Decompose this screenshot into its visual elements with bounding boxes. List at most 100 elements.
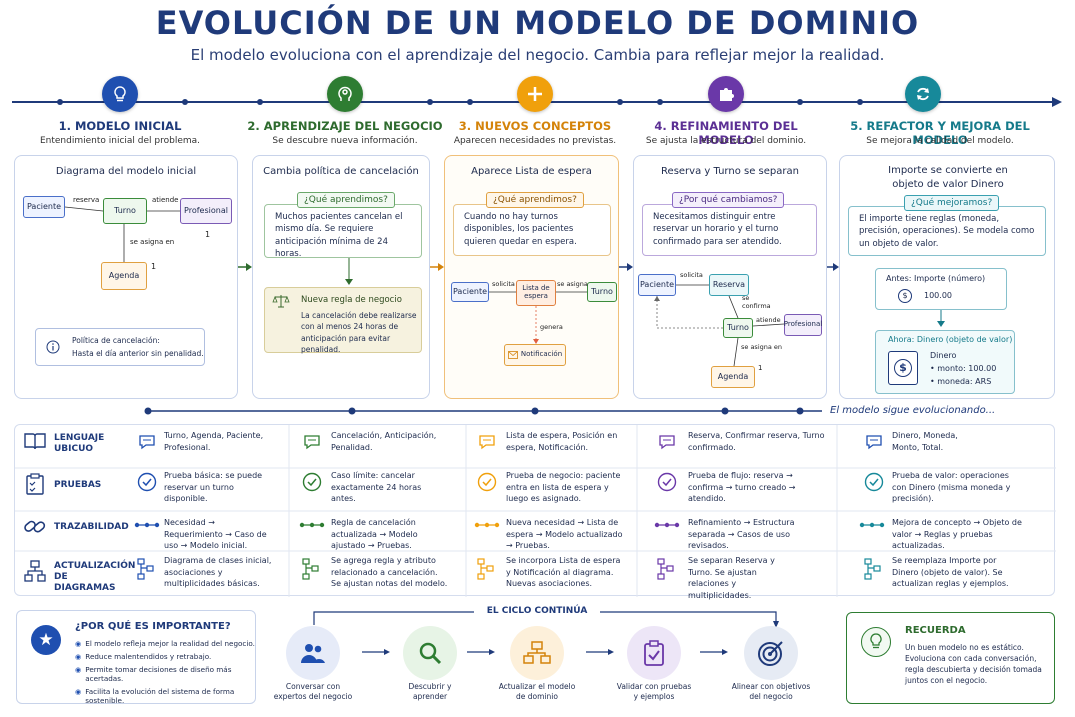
edge-se-asigna: se asigna xyxy=(557,280,588,288)
timeline-note: El modelo sigue evolucionando... xyxy=(830,405,996,416)
why-item: ◉Permite tomar decisiones de diseño más … xyxy=(75,665,232,683)
node-profesional: Profesional xyxy=(180,198,232,224)
trace-icon xyxy=(299,522,325,528)
cycle-step-2-circle xyxy=(403,626,457,680)
remember-title: RECUERDA xyxy=(905,625,966,636)
diagram-update-icon xyxy=(657,558,674,580)
cell-traza-5: Mejora de concepto → Objeto de valor → R… xyxy=(892,518,1022,551)
stage-3-title: 3. NUEVOS CONCEPTOS xyxy=(458,119,612,133)
stage-1-subtitle: Entendimiento inicial del problema. xyxy=(39,136,201,146)
cell-traza-1: Necesidad → Requerimiento → Caso de uso … xyxy=(164,518,267,551)
stage-3-circle xyxy=(517,76,553,112)
panel-4-edges xyxy=(654,284,785,367)
target-icon xyxy=(758,641,783,666)
diagram-update-icon xyxy=(302,558,319,580)
chat-icon xyxy=(304,435,320,450)
trace-icon xyxy=(474,522,500,528)
plus-icon xyxy=(528,87,542,101)
node-turno: Turno xyxy=(723,318,753,338)
edge-reserva: reserva xyxy=(73,196,100,204)
panel-3-tag: ¿Qué aprendimos? xyxy=(486,192,584,208)
before-box: Antes: Importe (número) $ 100.00 xyxy=(875,268,1007,310)
cycle-step-4-circle xyxy=(627,626,681,680)
cell-lenguaje-2: Cancelación, Anticipación, Penalidad. xyxy=(331,431,437,452)
remember-text: Un buen modelo no es estático. Evolucion… xyxy=(905,643,1042,685)
cell-diagrama-1: Diagrama de clases inicial, asociaciones… xyxy=(164,556,272,589)
magnifier-icon xyxy=(419,642,442,665)
table-grid xyxy=(15,425,1056,597)
cell-diagrama-5: Se reemplaza Importe por Dinero (objeto … xyxy=(892,556,1009,589)
cell-diagrama-4: Se separan Reserva y Turno. Se ajustan r… xyxy=(688,556,775,600)
edge-solicita: solicita xyxy=(680,271,703,279)
diagram-update-icon xyxy=(864,558,881,580)
chat-icon xyxy=(139,435,155,450)
trace-icon xyxy=(859,522,885,528)
cycle-step-3-circle xyxy=(510,626,564,680)
edge-solicita: solicita xyxy=(492,280,515,288)
money-icon: $ xyxy=(888,351,918,385)
info-icon xyxy=(46,340,60,354)
edge-atiende: atiende xyxy=(756,316,781,324)
node-reserva: Reserva xyxy=(709,274,749,296)
panel-3-edges xyxy=(489,291,587,344)
mult-1: 1 xyxy=(758,364,763,372)
node-profesional: Profesional xyxy=(784,314,822,336)
after-monto: • monto: 100.00 xyxy=(930,364,997,373)
idea-icon xyxy=(861,627,891,657)
check-circle-icon xyxy=(477,472,497,492)
cycle-step-2-label: Descubrir y aprender xyxy=(408,682,452,702)
lightbulb-icon xyxy=(114,86,126,102)
panel-3-title: Aparece Lista de espera xyxy=(471,166,592,177)
people-icon xyxy=(301,644,325,663)
cycle-step-4-label: Validar con pruebas y ejemplos xyxy=(616,682,692,702)
edge-atiende: atiende xyxy=(152,196,179,204)
head-gear-icon xyxy=(338,86,352,101)
before-value: 100.00 xyxy=(924,291,952,300)
stage-3-subtitle: Aparecen necesidades no previstas. xyxy=(453,136,617,146)
panel-2-text: Muchos pacientes cancelan el mismo día. … xyxy=(264,204,422,259)
refresh-icon xyxy=(917,87,929,101)
book-icon xyxy=(24,433,46,450)
panel-refinement: Reserva y Turno se separan Necesitamos d… xyxy=(633,155,827,399)
chat-icon xyxy=(866,435,882,450)
panel-5-tag: ¿Qué mejoramos? xyxy=(904,195,1000,211)
cell-traza-4: Refinamiento → Estructura separada → Cas… xyxy=(688,518,795,551)
stage-1-title: 1. MODELO INICIAL xyxy=(58,119,182,133)
remember-box: RECUERDA Un buen modelo no es estático. … xyxy=(846,612,1055,704)
clipboard-check-icon xyxy=(644,640,664,666)
panel-2-title: Cambia política de cancelación xyxy=(263,166,419,177)
row-label-pruebas: PRUEBAS xyxy=(54,480,102,490)
cell-traza-2: Regla de cancelación actualizada → Model… xyxy=(331,518,418,551)
panel-5-arrow xyxy=(937,310,945,327)
check-circle-icon xyxy=(657,472,677,492)
stage-5-title: 5. REFACTOR Y MEJORA DEL MODELO xyxy=(850,119,1030,147)
check-circle-icon xyxy=(137,472,157,492)
panel-5-title: Importe se convierte en objeto de valor … xyxy=(888,165,1008,190)
node-agenda: Agenda xyxy=(101,262,147,290)
node-turno: Turno xyxy=(103,198,147,224)
cycle-step-5-circle xyxy=(744,626,798,680)
cycle-step-3-label: Actualizar el modelo de dominio xyxy=(498,682,576,702)
cell-lenguaje-1: Turno, Agenda, Paciente, Profesional. xyxy=(164,431,264,452)
node-paciente: Paciente xyxy=(23,196,65,218)
model-update-icon xyxy=(523,641,551,664)
cell-traza-3: Nueva necesidad → Lista de espera → Mode… xyxy=(506,518,623,551)
panel-1-title: Diagrama del modelo inicial xyxy=(55,166,197,177)
stage-4-title: 4. REFINAMIENTO DEL MODELO xyxy=(654,119,798,147)
row-label-lenguaje: LENGUAJE UBICUO xyxy=(54,433,105,454)
cell-lenguaje-3: Lista de espera, Posición en espera, Not… xyxy=(506,431,618,452)
after-moneda: • moneda: ARS xyxy=(930,377,992,386)
node-notificacion: Notificación xyxy=(504,344,566,366)
cell-pruebas-2: Caso límite: cancelar exactamente 24 hor… xyxy=(331,471,422,504)
edge-genera: genera xyxy=(540,323,563,331)
rule-box: Nueva regla de negocio La cancelación de… xyxy=(264,287,422,354)
panel-2-arrow xyxy=(345,258,353,285)
panel-refactor: Importe se convierte en objeto de valor … xyxy=(839,155,1055,399)
trace-icon xyxy=(134,522,160,528)
after-monto-text: monto: 100.00 xyxy=(937,364,997,373)
mult-1a: 1 xyxy=(205,230,211,239)
stage-2-subtitle: Se descubre nueva información. xyxy=(272,136,418,146)
check-circle-icon xyxy=(302,472,322,492)
trace-icon xyxy=(654,522,680,528)
panel-4-text: Necesitamos distinguir entre reservar un… xyxy=(642,204,817,256)
